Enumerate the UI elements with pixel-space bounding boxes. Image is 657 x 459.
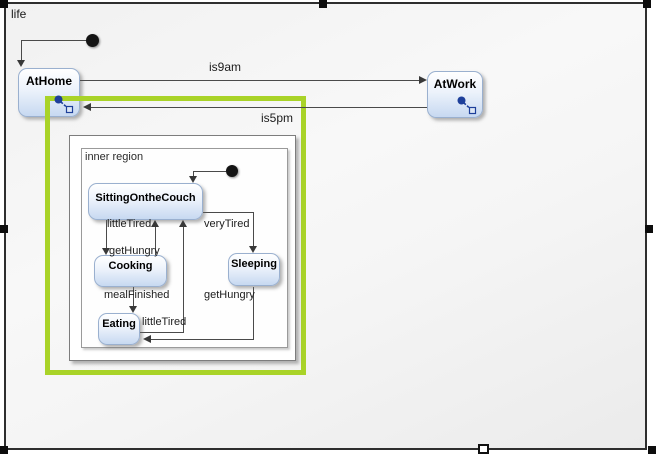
transition-line-initial-athome[interactable]: [21, 40, 93, 41]
state-cooking[interactable]: Cooking: [94, 255, 167, 287]
transition-line-is9am[interactable]: [80, 80, 419, 81]
arrowhead-into-athome-top: [17, 60, 25, 67]
transition-line-is5pm[interactable]: [91, 107, 427, 108]
inner-region-label: inner region: [85, 151, 144, 163]
transition-label-is9am[interactable]: is9am: [209, 60, 242, 74]
arrowhead-into-cooking: [102, 248, 110, 255]
transition-line-littletired-eating[interactable]: [183, 227, 184, 332]
arrowhead-into-eating-right: [143, 335, 151, 343]
initial-state-dot-inner[interactable]: [226, 165, 238, 177]
transition-label-gethungry-eating[interactable]: getHungry: [204, 289, 255, 301]
arrowhead-into-athome-right: [83, 103, 91, 111]
arrowhead-into-atwork: [419, 76, 427, 84]
arrowhead-into-eating-top: [129, 306, 137, 313]
transition-line-initial-couch[interactable]: [193, 171, 194, 177]
transition-line-initial-couch[interactable]: [193, 171, 226, 172]
transition-line-gethungry-eating[interactable]: [150, 339, 254, 340]
state-sleeping[interactable]: Sleeping: [228, 253, 280, 286]
submachine-highlight-box[interactable]: [45, 96, 306, 375]
selection-handle-right-mid[interactable]: [645, 225, 653, 233]
state-sittingonthecouch-label: SittingOntheCouch: [95, 192, 196, 204]
state-eating[interactable]: Eating: [98, 313, 140, 345]
transition-line-littletired-eating[interactable]: [140, 332, 184, 333]
submachine-icon-athome: [54, 95, 74, 114]
selection-handle-left-mid[interactable]: [0, 225, 8, 233]
transition-line-initial-athome[interactable]: [21, 40, 22, 61]
state-atwork-label: AtWork: [433, 77, 477, 91]
frame-title: life: [11, 7, 27, 21]
selection-handle-bottom-white[interactable]: [478, 444, 489, 454]
selection-handle-bottom-left[interactable]: [0, 446, 8, 454]
transition-label-mealfinished[interactable]: mealFinished: [104, 289, 170, 301]
transition-line-gethungry-eating[interactable]: [253, 287, 254, 339]
state-atwork[interactable]: AtWork: [427, 71, 483, 118]
transition-label-verytired[interactable]: veryTired: [204, 218, 250, 230]
submachine-icon-atwork: [457, 96, 477, 115]
selection-handle-top-mid[interactable]: [319, 0, 327, 8]
arrowhead-into-couch-top: [189, 176, 197, 183]
transition-label-littletired-cooking[interactable]: littleTired: [107, 218, 152, 230]
state-sittingonthecouch[interactable]: SittingOntheCouch: [88, 183, 203, 220]
state-cooking-label: Cooking: [108, 260, 153, 272]
state-athome-label: AtHome: [25, 74, 72, 88]
transition-line-littletired-cooking[interactable]: [155, 227, 156, 255]
selection-handle-top-right[interactable]: [643, 0, 651, 8]
state-eating-label: Eating: [102, 318, 136, 330]
initial-state-dot-outer[interactable]: [86, 34, 99, 47]
selection-handle-top-left[interactable]: [0, 0, 8, 8]
state-sleeping-label: Sleeping: [231, 258, 277, 270]
transition-label-gethungry-cooking[interactable]: getHungry: [109, 245, 160, 257]
transition-line-mealfinished[interactable]: [133, 287, 134, 307]
arrowhead-into-couch-from-cooking: [151, 220, 159, 227]
arrowhead-into-couch-from-eating: [179, 220, 187, 227]
selection-handle-bottom-right[interactable]: [648, 446, 656, 454]
transition-line-verytired[interactable]: [253, 212, 254, 247]
transition-label-is5pm[interactable]: is5pm: [261, 111, 294, 125]
transition-label-littletired-eating[interactable]: littleTired: [142, 316, 187, 328]
arrowhead-into-sleeping: [249, 246, 257, 253]
transition-line-gethungry-cooking[interactable]: [106, 220, 107, 249]
transition-line-verytired[interactable]: [203, 212, 253, 213]
